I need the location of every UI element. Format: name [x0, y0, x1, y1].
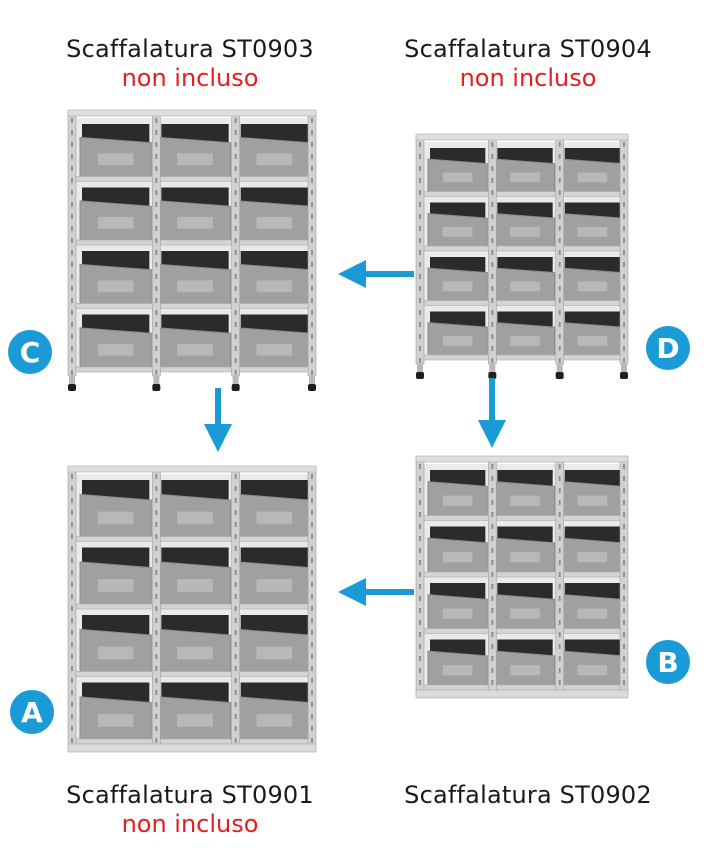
arrow-down-icon	[204, 388, 232, 452]
badge-c: C	[8, 330, 52, 374]
badge-a: A	[10, 690, 54, 734]
badge-b: B	[646, 640, 690, 684]
caption-st0901: Scaffalatura ST0901 non incluso	[40, 780, 340, 838]
rack-st0901-image	[67, 465, 317, 753]
product-note-st0901: non incluso	[121, 810, 259, 838]
product-title-st0901: Scaffalatura ST0901	[66, 781, 314, 809]
product-note-st0903: non incluso	[121, 64, 259, 92]
badge-d: D	[646, 326, 690, 370]
rack-st0904-image	[415, 133, 629, 379]
arrow-left-icon	[338, 578, 414, 606]
caption-st0903: Scaffalatura ST0903 non incluso	[40, 34, 340, 92]
arrow-left-icon	[338, 260, 414, 288]
product-title-st0904: Scaffalatura ST0904	[404, 35, 652, 63]
rack-st0902-image	[415, 455, 629, 699]
product-title-st0902: Scaffalatura ST0902	[404, 781, 652, 809]
product-note-st0904: non incluso	[459, 64, 597, 92]
rack-st0903-image	[67, 109, 317, 391]
arrow-down-icon	[478, 378, 506, 448]
caption-st0904: Scaffalatura ST0904 non incluso	[378, 34, 678, 92]
product-title-st0903: Scaffalatura ST0903	[66, 35, 314, 63]
caption-st0902: Scaffalatura ST0902	[378, 780, 678, 810]
